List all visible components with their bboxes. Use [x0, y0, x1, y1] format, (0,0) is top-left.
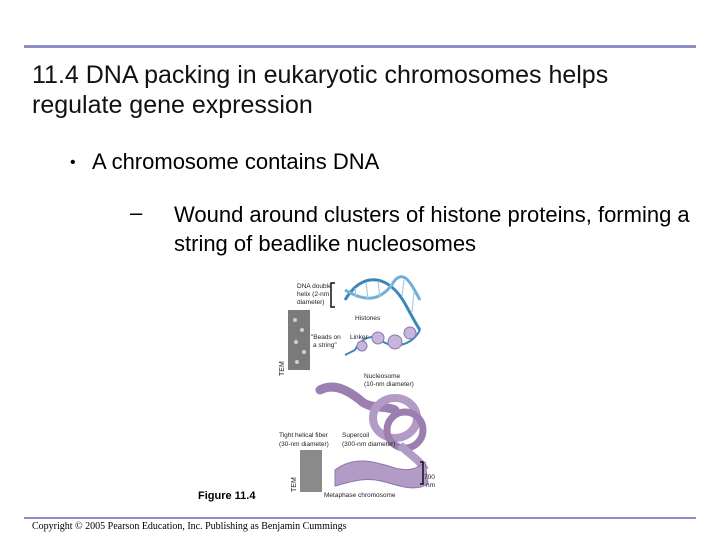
metaphase-chromosome — [334, 460, 429, 489]
bullet-dot-icon: • — [70, 154, 76, 171]
scale-bracket — [420, 461, 424, 485]
bullet-text: A chromosome contains DNA — [92, 149, 380, 174]
slide-title: 11.4 DNA packing in eukaryotic chromosom… — [32, 61, 609, 119]
sub-bullet-text: Wound around clusters of histone protein… — [174, 202, 690, 256]
copyright-notice: Copyright © 2005 Pearson Education, Inc.… — [32, 521, 347, 532]
dna-helix-label-2: helix (2-nm — [297, 291, 329, 298]
dna-helix-label-1: DNA double — [297, 283, 332, 290]
tem-micrograph-top — [288, 310, 310, 370]
dna-packing-figure: DNA double helix (2-nm diameter) Histone… — [279, 275, 435, 499]
linker-label: Linker — [350, 334, 369, 341]
histones-label: Histones — [355, 315, 381, 322]
top-divider — [24, 45, 696, 48]
helical-fiber-supercoil — [315, 382, 429, 473]
bullet-item: • A chromosome contains DNA — [70, 148, 379, 177]
nucleosome-label-1: Nucleosome — [364, 373, 401, 380]
metaphase-label: Metaphase chromosome — [324, 492, 396, 499]
dna-double-helix — [330, 275, 422, 331]
fiber-label-1: Tight helical fiber — [279, 432, 329, 439]
sub-bullet-marker: – — [130, 200, 143, 225]
figure-caption: Figure 11.4 — [198, 490, 256, 502]
tem-micrograph-bottom — [300, 450, 322, 492]
scale-value: 700 — [424, 474, 435, 481]
fiber-label-2: (30-nm diameter) — [279, 441, 329, 448]
nucleosome-beads — [344, 326, 421, 356]
tem-label-bottom: TEM — [291, 477, 298, 492]
dna-helix-label-3: diameter) — [297, 299, 324, 306]
beads-label-1: "Beads on — [311, 334, 341, 341]
bottom-divider — [24, 517, 696, 519]
scale-unit: nm — [426, 482, 435, 489]
nucleosome-label-2: (10-nm diameter) — [364, 381, 414, 388]
beads-label-2: a string" — [313, 342, 337, 349]
supercoil-label-1: Supercoil — [342, 432, 370, 439]
supercoil-label-2: (300-nm diameter) — [342, 441, 395, 448]
tem-label-top: TEM — [279, 361, 286, 376]
